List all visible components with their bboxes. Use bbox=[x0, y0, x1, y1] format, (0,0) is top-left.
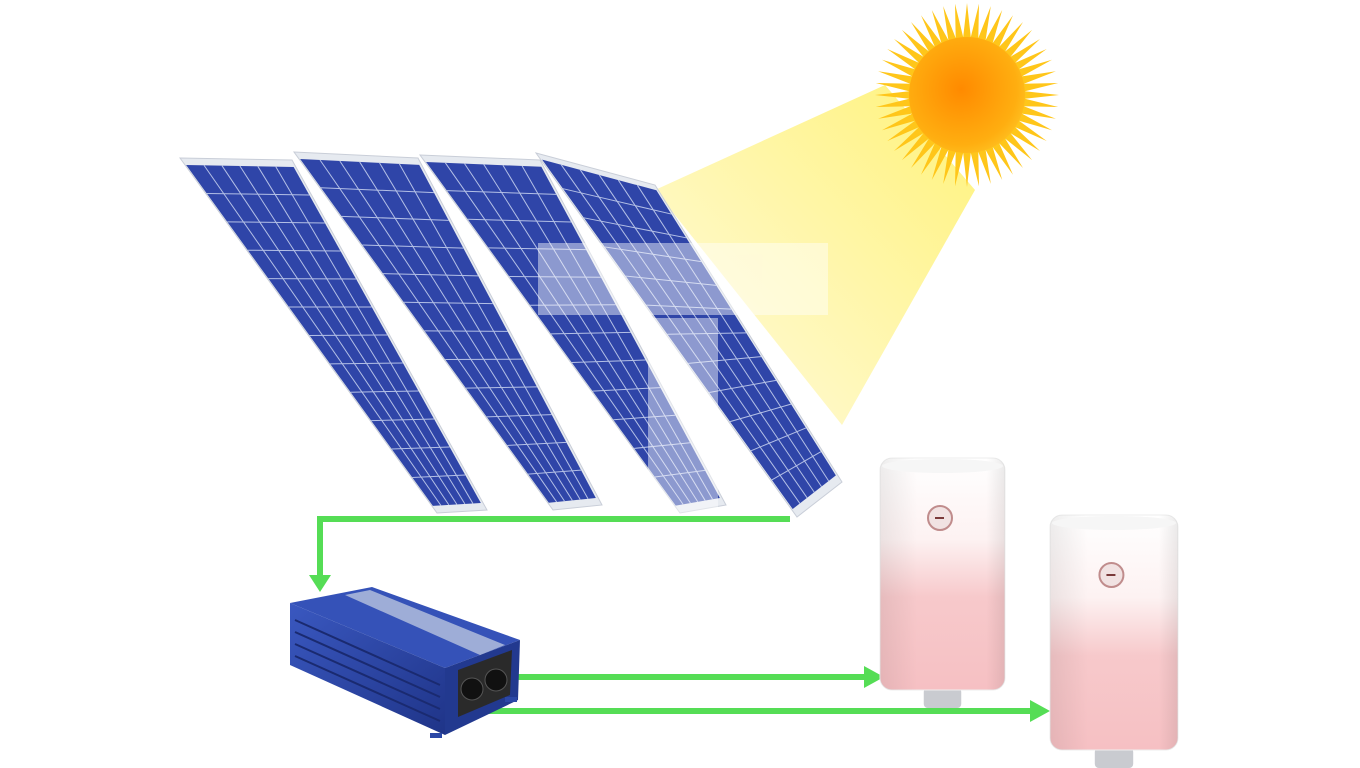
arrow-panels-to-inverter bbox=[317, 516, 790, 578]
inverter-icon bbox=[290, 587, 520, 738]
water-heater-1 bbox=[879, 457, 1006, 708]
socket-1 bbox=[460, 677, 484, 701]
arrowhead-right-1 bbox=[864, 666, 884, 688]
socket-2 bbox=[484, 668, 508, 692]
sun-icon bbox=[875, 3, 1059, 187]
solar-panel-4 bbox=[534, 152, 843, 518]
water-heaters bbox=[879, 457, 1179, 768]
solar-panel-1 bbox=[179, 157, 488, 514]
light-beam bbox=[655, 85, 975, 425]
water-heater-2 bbox=[1049, 514, 1179, 768]
arrowhead-down bbox=[309, 575, 331, 592]
arrowhead-right-2 bbox=[1030, 700, 1050, 722]
connection-arrows bbox=[317, 516, 1032, 714]
watermark bbox=[538, 243, 828, 516]
sun-core bbox=[909, 37, 1025, 153]
solar-panel-3 bbox=[418, 154, 727, 514]
solar-panel-2 bbox=[292, 151, 603, 511]
solar-panels bbox=[179, 151, 843, 518]
arrowheads bbox=[309, 575, 1050, 722]
